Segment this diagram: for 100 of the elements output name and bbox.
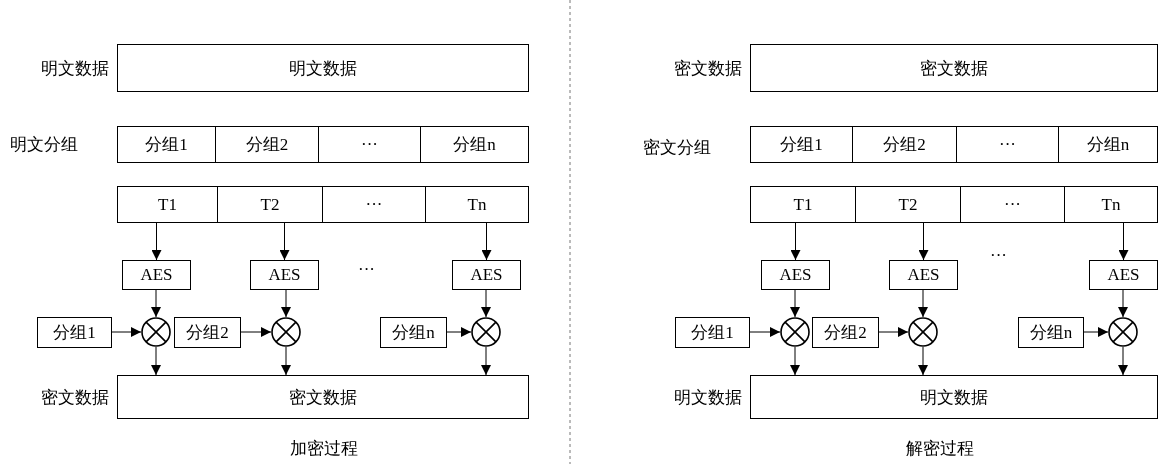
process-box xyxy=(852,126,957,163)
arrow xyxy=(790,289,800,318)
node-text: 分组1 xyxy=(780,134,823,156)
process-box xyxy=(761,260,830,290)
xor-circle xyxy=(780,317,810,347)
node-text: ··· xyxy=(365,194,383,215)
process-box xyxy=(380,317,447,348)
node-text: 分组n xyxy=(392,322,435,344)
process-box xyxy=(812,317,879,348)
arrow xyxy=(151,289,161,318)
arrow xyxy=(1118,346,1128,376)
arrow xyxy=(446,327,472,337)
node-text: AES xyxy=(779,265,812,285)
node-text: T1 xyxy=(793,194,813,215)
process-box xyxy=(37,317,112,348)
xor-circle xyxy=(141,317,171,347)
node-text: 分组1 xyxy=(691,322,734,344)
text-label: 明文分组 xyxy=(10,134,78,156)
process-box xyxy=(122,260,191,290)
row-label: 密文数据 xyxy=(41,387,109,409)
node-text: ··· xyxy=(1004,194,1021,215)
process-box xyxy=(750,375,1158,419)
text-label: 加密过程 xyxy=(290,438,358,460)
xor-circle xyxy=(1108,317,1138,347)
process-box xyxy=(750,126,853,163)
node-text: Tn xyxy=(1101,194,1121,215)
node-text: 分组1 xyxy=(53,322,96,344)
process-box xyxy=(889,260,958,290)
process-box xyxy=(855,186,961,223)
arrow xyxy=(281,289,291,318)
process-box xyxy=(750,186,856,223)
arrow xyxy=(1118,289,1128,318)
node-text: ··· xyxy=(361,134,378,155)
arrow xyxy=(1083,327,1109,337)
process-box xyxy=(1058,126,1158,163)
node-text: 分组n xyxy=(1029,322,1073,344)
node-text: ··· xyxy=(999,134,1016,155)
arrow xyxy=(240,327,272,337)
row-label: 明文数据 xyxy=(41,58,109,80)
text-label: ··· xyxy=(358,260,375,280)
node-text: AES xyxy=(470,265,503,285)
node-text: T2 xyxy=(260,194,280,215)
process-box xyxy=(217,186,323,223)
arrow xyxy=(111,327,142,337)
process-box xyxy=(420,126,529,163)
node-text: 分组2 xyxy=(245,134,289,156)
xor-circle xyxy=(271,317,301,347)
arrow xyxy=(790,346,800,376)
process-box xyxy=(1089,260,1158,290)
node-text: T1 xyxy=(158,194,177,215)
arrow xyxy=(481,222,492,261)
arrow xyxy=(918,346,928,376)
process-box xyxy=(174,317,241,348)
arrow xyxy=(151,222,162,261)
xor-circle xyxy=(908,317,938,347)
process-box xyxy=(117,126,216,163)
process-box xyxy=(318,126,421,163)
process-box xyxy=(956,126,1059,163)
process-box xyxy=(452,260,521,290)
arrow xyxy=(918,222,929,261)
arrow xyxy=(918,289,928,318)
node-text: 明文数据 xyxy=(289,57,357,80)
node-text: 分组1 xyxy=(145,134,188,156)
process-box xyxy=(960,186,1065,223)
process-box xyxy=(117,186,218,223)
node-text: T2 xyxy=(898,194,918,215)
node-text: AES xyxy=(268,265,301,285)
text-label: ··· xyxy=(990,246,1007,266)
arrow xyxy=(481,346,491,376)
process-box xyxy=(750,44,1158,92)
node-text: 分组2 xyxy=(186,322,229,344)
process-box xyxy=(675,317,750,348)
process-box xyxy=(117,44,529,92)
arrow xyxy=(281,346,291,376)
node-text: 分组2 xyxy=(883,134,926,156)
process-box xyxy=(425,186,529,223)
text-label: 密文分组 xyxy=(643,137,711,159)
node-text: 明文数据 xyxy=(920,386,988,409)
xor-circle xyxy=(471,317,501,347)
node-text: AES xyxy=(1107,265,1140,285)
node-text: AES xyxy=(140,265,173,285)
arrow xyxy=(749,327,781,337)
text-label: 解密过程 xyxy=(906,438,974,460)
node-text: Tn xyxy=(467,194,487,215)
arrow xyxy=(878,327,909,337)
process-box xyxy=(322,186,426,223)
arrow xyxy=(279,222,290,261)
arrow xyxy=(1118,222,1129,261)
process-box xyxy=(215,126,319,163)
process-box xyxy=(117,375,529,419)
process-box xyxy=(1064,186,1158,223)
arrow xyxy=(151,346,161,376)
node-text: 密文数据 xyxy=(920,57,988,80)
node-text: 密文数据 xyxy=(289,386,357,409)
process-box xyxy=(250,260,319,290)
node-text: AES xyxy=(907,265,940,285)
row-label: 明文数据 xyxy=(674,387,742,409)
process-box xyxy=(1018,317,1084,348)
row-label: 密文数据 xyxy=(674,58,742,80)
arrow xyxy=(790,222,801,261)
